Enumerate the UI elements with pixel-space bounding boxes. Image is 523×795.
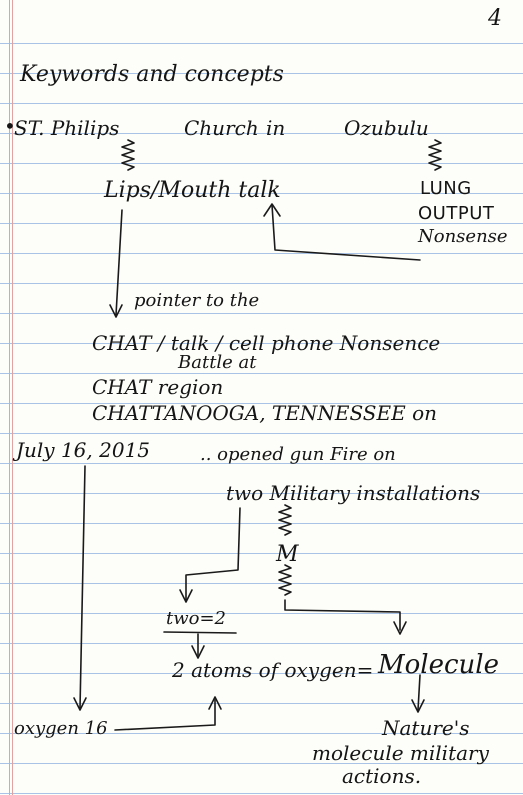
text-lips-mouth-talk: Lips/Mouth talk: [104, 178, 281, 203]
text-oxygen16: oxygen 16: [14, 718, 108, 739]
text-date: July 16, 2015: [16, 438, 151, 462]
text-two-military: two Military installations: [226, 481, 481, 505]
text-nonsense: Nonsense: [418, 226, 508, 247]
text-pointer-to-the: pointer to the: [134, 290, 260, 311]
text-lung: LUNG: [420, 178, 472, 199]
page-number: 4: [488, 6, 502, 31]
text-chat-line: CHAT / talk / cell phone Nonsence: [92, 331, 441, 355]
text-molecule-military: molecule military: [312, 741, 489, 765]
heading: Keywords and concepts: [20, 62, 284, 87]
arrowhead-molecule: [393, 621, 407, 635]
text-st-philips: ST. Philips: [14, 116, 120, 140]
arrowhead-talk: [263, 203, 281, 217]
bullet: •: [4, 114, 16, 138]
squiggle-connector-left: [121, 139, 135, 171]
arrow-lung-to-talk: [271, 204, 421, 261]
arrowhead-pointer: [109, 304, 123, 318]
arrow-lips-down: [115, 209, 123, 316]
squiggle-military: [278, 504, 292, 536]
text-battle-at: Battle at: [178, 352, 257, 373]
arrowhead-two-equals: [179, 589, 193, 603]
text-chattanooga: CHATTANOOGA, TENNESSEE on: [92, 401, 437, 425]
arrowhead-natures: [411, 699, 425, 713]
text-natures: Nature's: [382, 716, 470, 740]
text-ozubulu: Ozubulu: [344, 116, 429, 140]
text-opened-fire: .. opened gun Fire on: [200, 444, 396, 465]
underline-two-equals: [163, 631, 237, 634]
arrowhead-atoms: [191, 645, 205, 659]
arrowhead-atoms-up: [208, 696, 222, 710]
arrowhead-oxygen16: [73, 697, 87, 711]
squiggle-connector-right: [428, 139, 442, 171]
text-church: Church: [184, 116, 259, 140]
text-atoms-oxygen: 2 atoms of oxygen=: [172, 658, 374, 682]
text-output: OUTPUT: [418, 203, 495, 224]
text-two-equals: two=2: [166, 608, 227, 629]
arrow-oxygen16-to-atoms: [114, 699, 216, 731]
text-actions: actions.: [342, 764, 422, 788]
arrow-date-down: [79, 465, 86, 709]
text-chat-region: CHAT region: [92, 375, 224, 399]
arrow-two-to-equals: [185, 507, 241, 601]
text-molecule: Molecule: [378, 650, 499, 680]
text-m: M: [276, 542, 299, 567]
arrow-m-to-molecule: [284, 599, 401, 631]
arrow-molecule-down: [417, 674, 421, 711]
text-in: in: [266, 116, 286, 140]
squiggle-m: [278, 564, 292, 596]
